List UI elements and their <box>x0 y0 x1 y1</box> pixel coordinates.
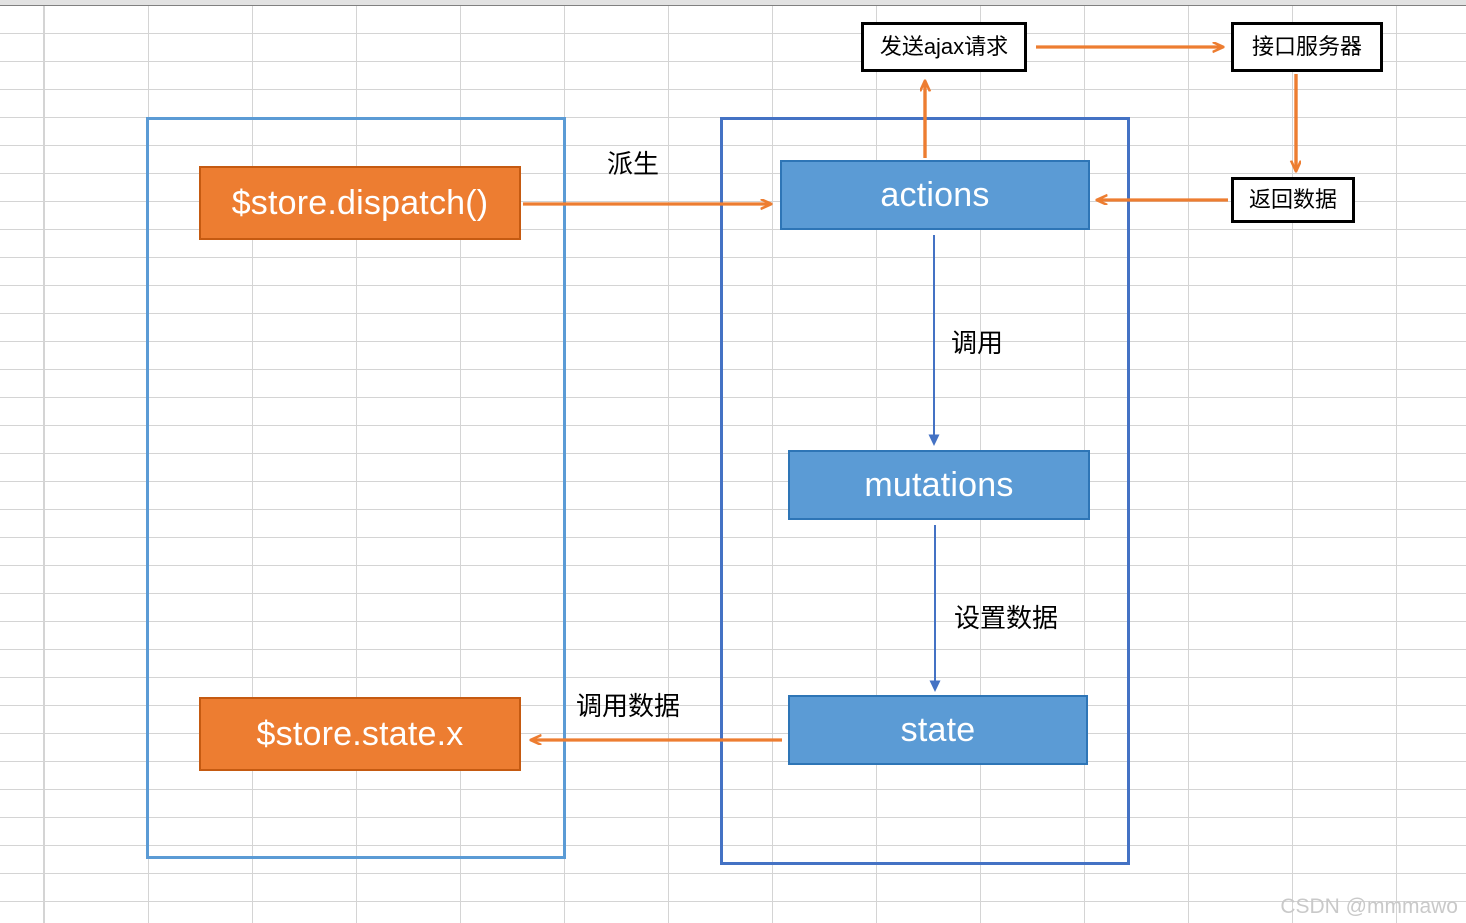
node-actions[interactable]: actions <box>780 160 1090 230</box>
node-state[interactable]: state <box>788 695 1088 765</box>
store-container-box <box>146 117 566 859</box>
edge-label-call: 调用 <box>951 328 1004 358</box>
node-send-ajax-request[interactable]: 发送ajax请求 <box>861 22 1027 72</box>
node-api-server[interactable]: 接口服务器 <box>1231 22 1383 72</box>
spreadsheet-row-header-column <box>0 5 44 923</box>
node-store-state-x[interactable]: $store.state.x <box>199 697 521 771</box>
node-store-dispatch[interactable]: $store.dispatch() <box>199 166 521 240</box>
watermark: CSDN @mmmawo <box>1280 895 1458 918</box>
node-return-data[interactable]: 返回数据 <box>1231 177 1355 223</box>
edge-label-set-data: 设置数据 <box>954 603 1059 633</box>
node-mutations[interactable]: mutations <box>788 450 1090 520</box>
spreadsheet-column-header-strip <box>0 0 1466 6</box>
edge-label-call-data: 调用数据 <box>576 691 681 721</box>
edge-label-derive: 派生 <box>607 149 660 179</box>
